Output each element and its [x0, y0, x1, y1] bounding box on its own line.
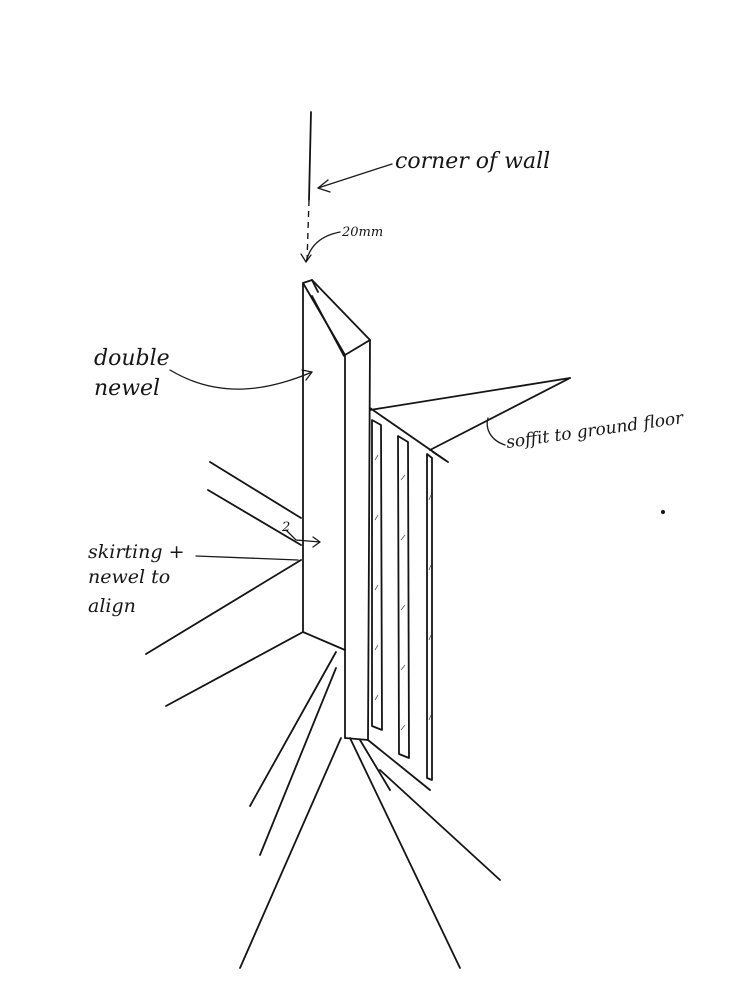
soffit-line [369, 377, 571, 411]
balustrade [367, 407, 449, 791]
leader-20mm [300, 231, 341, 263]
leader-skirting [195, 529, 321, 561]
pen-dot [661, 510, 665, 514]
soffit-underside [429, 377, 571, 451]
skirting-and-floor-lines [145, 461, 501, 969]
leader-corner-of-wall [317, 163, 393, 193]
label-dimension-20mm: 20mm [341, 225, 383, 240]
label-small-dimension: 2 [281, 520, 290, 535]
label-corner-of-wall: corner of wall [395, 149, 550, 174]
label-double-line2: newel [94, 376, 160, 401]
label-skirting-line3: align [88, 595, 136, 617]
label-skirting-line2: newel to [88, 566, 170, 588]
leader-double-newel [169, 369, 313, 390]
leader-soffit [486, 417, 506, 446]
wall-corner-line [306, 111, 312, 263]
label-soffit: soffit to ground floor [505, 408, 685, 453]
label-skirting-line1: skirting + [88, 541, 185, 563]
label-double-line1: double [94, 346, 170, 371]
double-newel-post [302, 279, 371, 741]
